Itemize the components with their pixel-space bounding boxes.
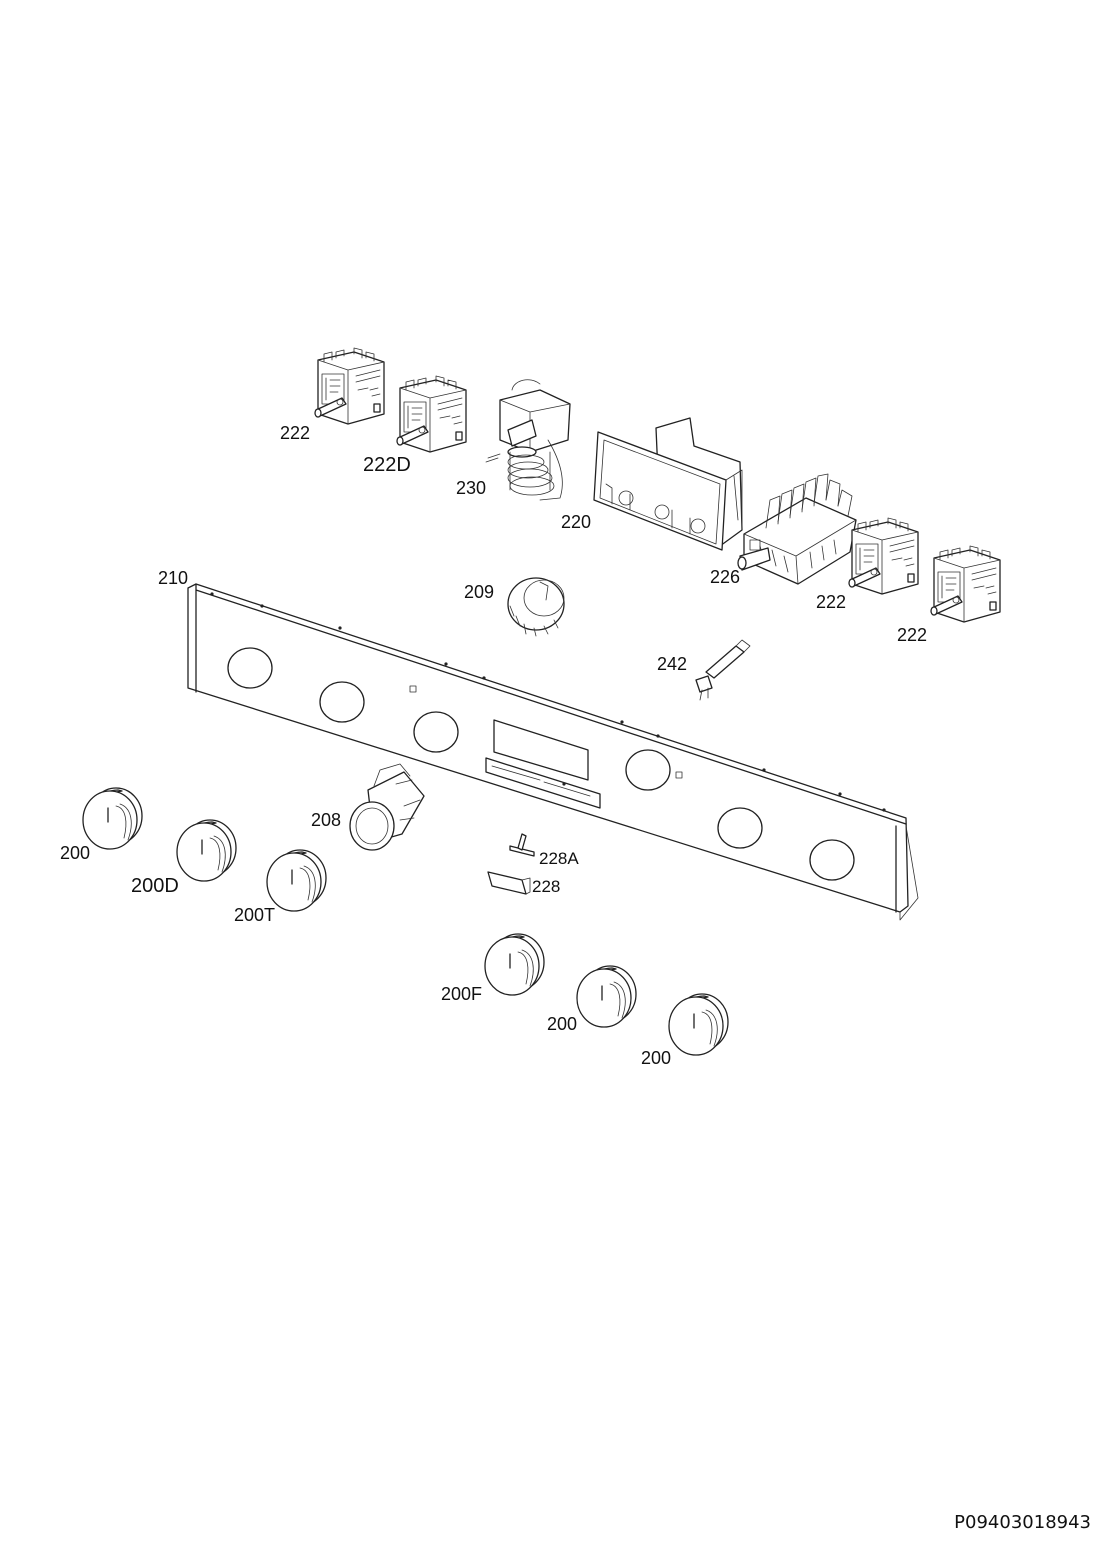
button-rod-drawing	[509, 833, 535, 857]
label-228: 228	[532, 877, 560, 896]
function-switch-drawing	[737, 473, 857, 585]
label-209: 209	[464, 582, 494, 602]
knob-ring-drawing	[507, 577, 565, 637]
label-228a: 228A	[539, 849, 579, 868]
label-200d: 200D	[131, 875, 179, 897]
selector-switch-top-left-drawing	[314, 347, 385, 425]
knob-bushing-drawing	[349, 763, 425, 851]
label-222d: 222D	[363, 454, 411, 476]
knob-right-2-drawing	[668, 993, 729, 1056]
label-210: 210	[158, 568, 188, 588]
label-200f: 200F	[441, 984, 482, 1004]
label-242: 242	[657, 654, 687, 674]
label-220: 220	[561, 512, 591, 532]
knob-left-1-drawing	[82, 787, 143, 850]
button-drawing	[487, 871, 531, 895]
display-frame-drawing	[593, 417, 743, 551]
document-code: P09403018943	[954, 1512, 1091, 1533]
knob-right-1-drawing	[576, 965, 637, 1028]
control-panel-drawing	[187, 583, 919, 921]
thermostat-drawing	[485, 379, 571, 501]
knob-d-drawing	[176, 819, 237, 882]
selector-switch-right-1-drawing	[848, 517, 919, 595]
label-208: 208	[311, 810, 341, 830]
label-200t: 200T	[234, 905, 275, 925]
lamp-drawing	[695, 639, 751, 701]
label-200-left-1: 200	[60, 843, 90, 863]
selector-switch-right-2-drawing	[930, 545, 1001, 623]
label-222-top-left: 222	[280, 423, 310, 443]
label-222-right-2: 222	[897, 625, 927, 645]
label-222-right-1: 222	[816, 592, 846, 612]
knob-t-drawing	[266, 849, 327, 912]
label-200-right-1: 200	[547, 1014, 577, 1034]
label-226: 226	[710, 567, 740, 587]
knob-f-drawing	[484, 933, 545, 996]
label-200-right-2: 200	[641, 1048, 671, 1068]
selector-switch-d-drawing	[396, 375, 467, 453]
label-230: 230	[456, 478, 486, 498]
